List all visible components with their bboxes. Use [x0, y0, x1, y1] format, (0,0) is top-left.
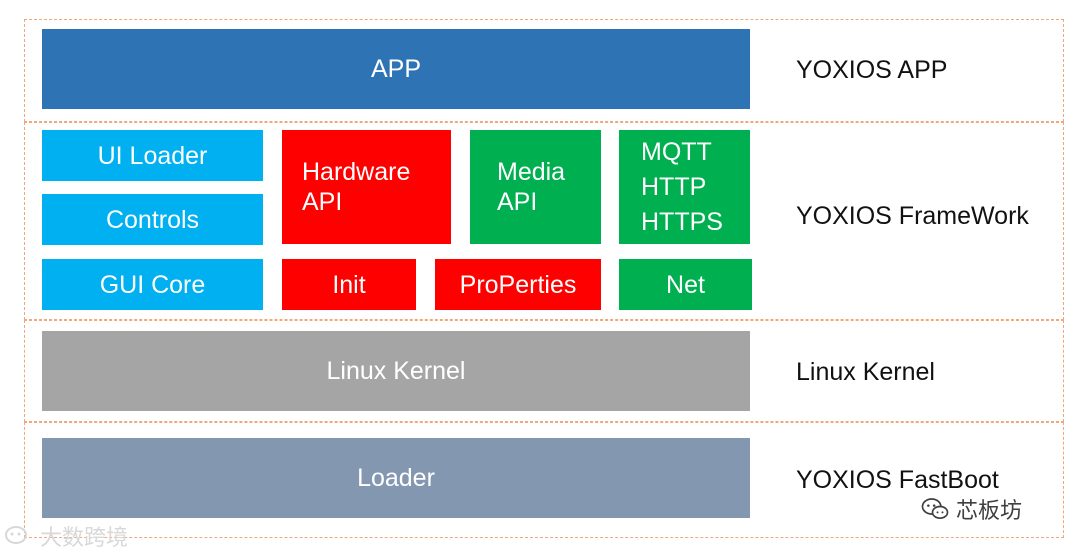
- init-label: Init: [332, 270, 366, 299]
- media-api-line-1: Media: [497, 158, 566, 186]
- app-block-label: APP: [370, 55, 422, 83]
- ui-loader-block: UI Loader: [42, 130, 263, 181]
- gui-core-label: GUI Core: [99, 270, 206, 299]
- framework-layer-label: YOXIOS FrameWork: [796, 202, 1029, 230]
- media-api-line-2: API: [497, 188, 538, 216]
- linux-kernel-block: Linux Kernel: [42, 331, 750, 411]
- linux-kernel-block-label: Linux Kernel: [326, 357, 466, 385]
- media-api-block: Media API: [470, 130, 601, 244]
- wechat-icon: [5, 526, 27, 544]
- ui-loader-label: UI Loader: [97, 141, 208, 170]
- watermark-right-text: 芯板坊: [956, 498, 1023, 523]
- controls-block: Controls: [42, 194, 263, 245]
- watermark-left-text: 大数跨境: [40, 525, 129, 550]
- net-label: Net: [666, 270, 705, 299]
- wechat-icon: [921, 498, 949, 519]
- hardware-api-line-1: Hardware: [302, 158, 411, 186]
- kernel-layer-label: Linux Kernel: [796, 358, 935, 386]
- properties-block: ProPerties: [435, 259, 601, 310]
- protocols-block: MQTT HTTP HTTPS: [619, 130, 750, 244]
- layer-fastboot-frame: [24, 422, 1064, 538]
- watermark-right: 芯板坊: [920, 493, 1022, 525]
- init-block: Init: [282, 259, 416, 310]
- hardware-api-line-2: API: [302, 188, 343, 216]
- gui-core-block: GUI Core: [42, 259, 263, 310]
- fastboot-layer-label: YOXIOS FastBoot: [796, 466, 999, 494]
- net-block: Net: [619, 259, 752, 310]
- loader-block-label: Loader: [357, 464, 435, 492]
- protocol-https: HTTPS: [641, 207, 723, 236]
- app-block: APP: [42, 29, 750, 109]
- watermark-left: 大数跨境: [4, 520, 128, 552]
- layer-app-frame: [24, 19, 1064, 122]
- controls-label: Controls: [105, 205, 200, 234]
- layer-kernel-frame: [24, 320, 1064, 422]
- properties-label: ProPerties: [459, 270, 577, 299]
- app-layer-label: YOXIOS APP: [796, 56, 948, 84]
- loader-block: Loader: [42, 438, 750, 518]
- layer-framework-frame: [24, 122, 1064, 320]
- protocol-http: HTTP: [641, 172, 707, 201]
- protocol-mqtt: MQTT: [641, 137, 712, 166]
- hardware-api-block: Hardware API: [282, 130, 451, 244]
